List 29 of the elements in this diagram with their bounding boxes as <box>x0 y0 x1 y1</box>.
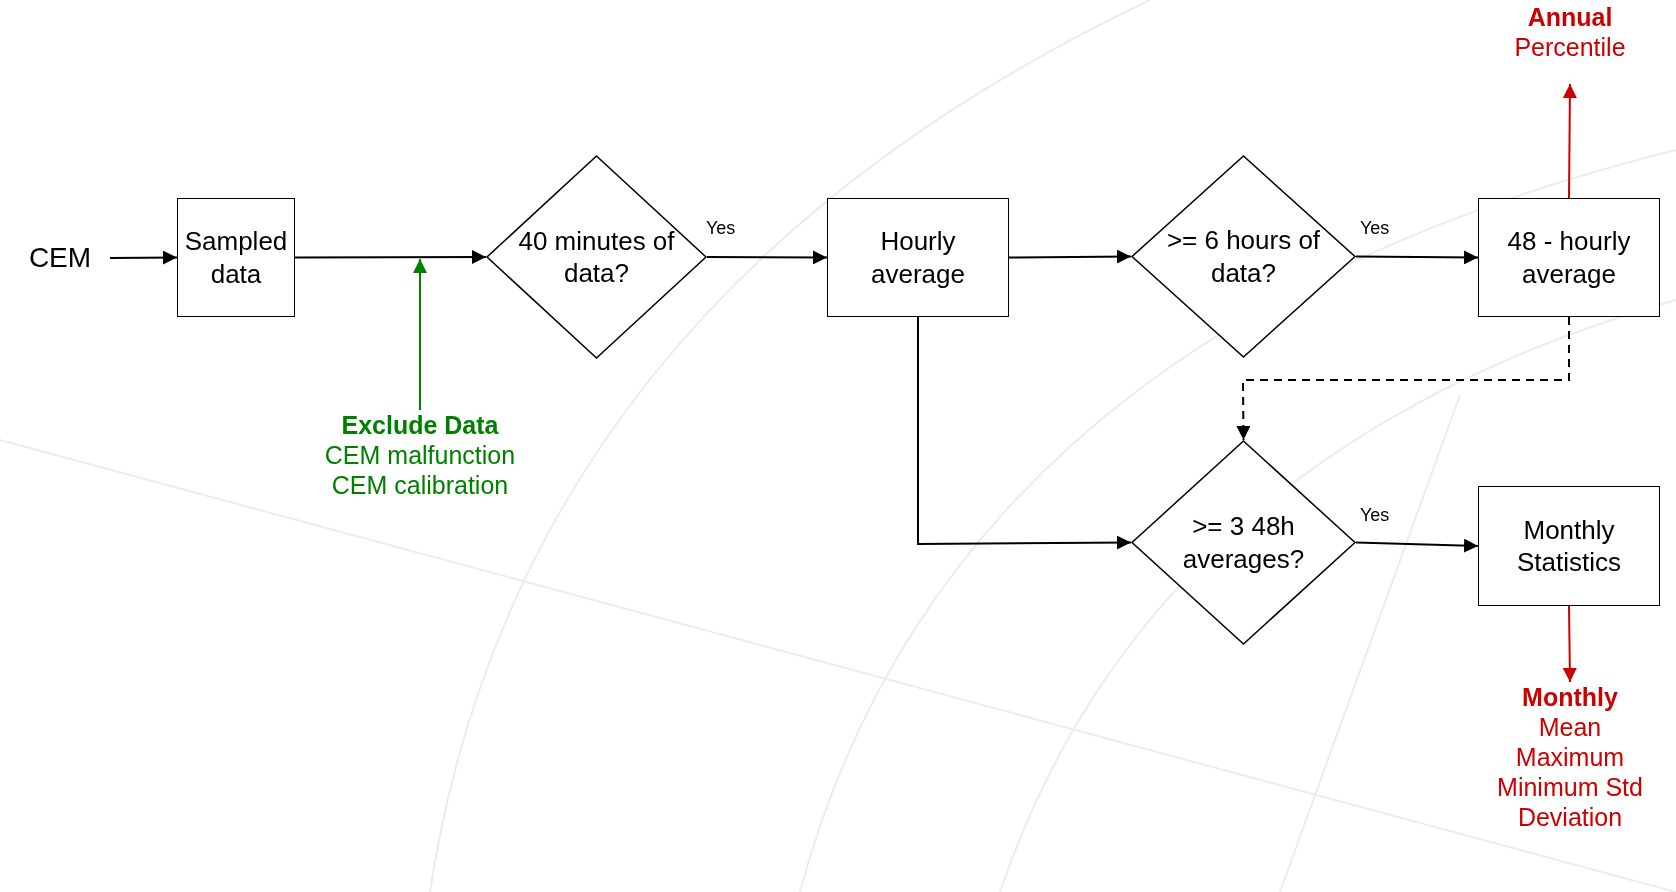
arrow <box>1355 538 1479 553</box>
arrow <box>1562 83 1577 199</box>
decision-text: >= 3 48h averages? <box>1181 510 1306 575</box>
process-box <box>177 198 295 317</box>
process-box <box>1478 198 1660 317</box>
process-box <box>1478 486 1660 606</box>
input-label: CEM <box>28 242 92 274</box>
box-text: Hourly average <box>870 225 966 290</box>
arrow <box>109 250 178 265</box>
arrow <box>294 250 487 265</box>
arrow <box>1355 250 1479 265</box>
note-heading: Annual <box>1527 2 1613 32</box>
arrow <box>413 258 427 411</box>
process-box <box>827 198 1009 317</box>
box-text: Monthly Statistics <box>1516 513 1622 579</box>
note-heading: Monthly <box>1522 682 1618 712</box>
arrow <box>917 316 1132 550</box>
note-text: CEM malfunction CEM calibration <box>323 440 517 500</box>
arrow <box>1562 605 1577 683</box>
arrow <box>1008 249 1132 264</box>
arrow <box>1236 316 1570 441</box>
box-text: 48 - hourly average <box>1506 225 1632 290</box>
note-text: Percentile <box>1513 32 1627 62</box>
note-text: Mean Maximum Minimum Std Deviation <box>1496 712 1644 832</box>
arrow <box>706 250 828 265</box>
box-text: Sampled data <box>184 225 288 290</box>
decision-text: 40 minutes of data? <box>517 224 676 290</box>
note-heading: Exclude Data <box>341 410 499 440</box>
decision-text: >= 6 hours of data? <box>1165 224 1322 289</box>
